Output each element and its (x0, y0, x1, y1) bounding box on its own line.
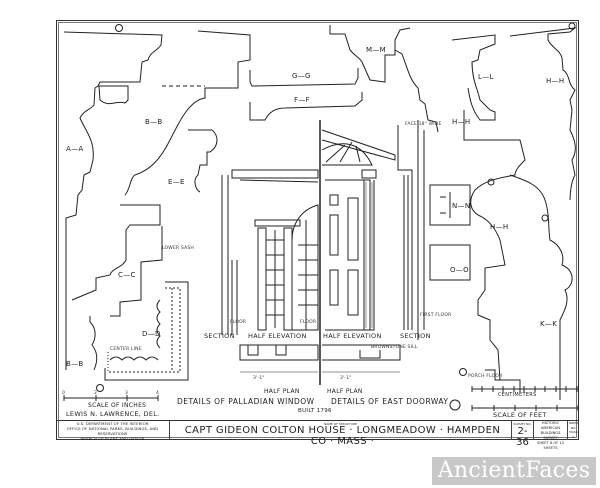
agency-line-branch: BRANCH OF PLANS AND DESIGN (80, 436, 145, 441)
section-label-oo: O—O (450, 266, 469, 274)
habs-line-1: HISTORIC AMERICAN (540, 421, 561, 430)
index-number: 7- (572, 434, 575, 439)
section-label-cc: C—C (118, 271, 136, 279)
section-label-hh-lower: H—H (490, 223, 509, 231)
section-label-ll: L—L (478, 73, 494, 81)
caption-half-elevation-left: HALF ELEVATION (248, 332, 307, 340)
section-label-bb-top: B—B (145, 118, 163, 126)
caption-floor-left: FLOOR (230, 320, 247, 325)
caption-center-line: CENTER LINE (110, 347, 142, 352)
section-label-nn: N—N (452, 202, 471, 210)
survey-number-caption: SURVEY NO. (513, 422, 532, 426)
delineator: LEWIS N. LAWRENCE, DEL. (66, 410, 160, 418)
sheet-border (56, 20, 579, 440)
habs-line-sheet: SHEET 8 OF 13 SHEETS (537, 441, 564, 450)
scale-inches-label: SCALE OF INCHES (88, 402, 147, 409)
caption-face-wide: FACE 18" WIDE (405, 122, 442, 127)
caption-lower-sash: LOWER SASH (162, 246, 194, 251)
dimension-half-plan-left: 3'-1" (253, 376, 265, 381)
structure-name: CAPT GIDEON COLTON HOUSE · LONGMEADOW · … (184, 425, 501, 447)
section-label-aa: A—A (66, 145, 84, 153)
index-caption: INDEX NO. (568, 421, 579, 430)
habs-line-2: BUILDINGS SURVEY (540, 431, 561, 440)
ancientfaces-watermark: AncientFaces (432, 457, 596, 485)
index-state: MASS (569, 430, 578, 434)
title-block-survey-number: SURVEY NO. 2-36 (512, 421, 534, 448)
scale-feet-label: SCALE OF FEET (493, 411, 547, 419)
title-block-index: INDEX NO. MASS 7- (568, 421, 579, 440)
section-label-gg: G—G (292, 72, 311, 80)
agency-line-department: U.S. DEPARTMENT OF THE INTERIOR (76, 421, 149, 426)
section-label-ff: F—F (294, 96, 310, 104)
caption-half-plan-left: HALF PLAN (264, 388, 300, 395)
section-label-hh-left: H—H (452, 118, 471, 126)
title-block-structure-name: NAME OF STRUCTURE CAPT GIDEON COLTON HOU… (170, 421, 512, 447)
section-label-ee: E—E (168, 178, 185, 186)
section-label-dd: D—D (142, 330, 161, 338)
caption-first-floor: FIRST FLOOR (420, 313, 452, 318)
caption-floor-right: FLOOR (300, 320, 317, 325)
scale-inches-tick-2: 2 (94, 391, 98, 396)
agency-line-office: OFFICE OF NATIONAL PARKS, BUILDINGS, AND… (66, 426, 159, 436)
title-block: U.S. DEPARTMENT OF THE INTERIOR OFFICE O… (56, 420, 579, 450)
scale-cm-label: CENTIMETERS (498, 392, 537, 398)
caption-half-plan-right: HALF PLAN (327, 388, 363, 395)
scale-inches-tick-4: 4 (156, 391, 160, 396)
title-block-habs: HISTORIC AMERICAN BUILDINGS SURVEY SHEET… (534, 421, 568, 450)
sheet-inner-border (58, 22, 577, 438)
caption-brownstone-sill: BROWNSTONE SILL (371, 345, 418, 350)
caption-half-elevation-right: HALF ELEVATION (323, 332, 382, 340)
section-label-kk: K—K (540, 320, 558, 328)
title-block-agency: U.S. DEPARTMENT OF THE INTERIOR OFFICE O… (56, 421, 170, 441)
caption-east-doorway: DETAILS OF EAST DOORWAY (331, 397, 449, 406)
caption-palladian-window: DETAILS OF PALLADIAN WINDOW (177, 397, 315, 406)
caption-section-right: SECTION (400, 332, 431, 340)
section-label-mm: M—M (366, 46, 386, 54)
section-label-bb-bottom: B—B (66, 360, 84, 368)
survey-number: 2-36 (516, 426, 529, 448)
caption-porch-floor: PORCH FLOOR (468, 374, 503, 379)
built-date: BUILT 1796 (298, 408, 332, 414)
scale-inches-tick-3: 3 (125, 391, 129, 396)
section-label-hh-right: H—H (546, 77, 565, 85)
dimension-half-plan-right: 3'-1" (340, 376, 352, 381)
scale-inches-tick-0: 0 (62, 391, 66, 396)
structure-name-caption: NAME OF STRUCTURE (324, 422, 357, 426)
caption-section-left: SECTION (204, 332, 235, 340)
